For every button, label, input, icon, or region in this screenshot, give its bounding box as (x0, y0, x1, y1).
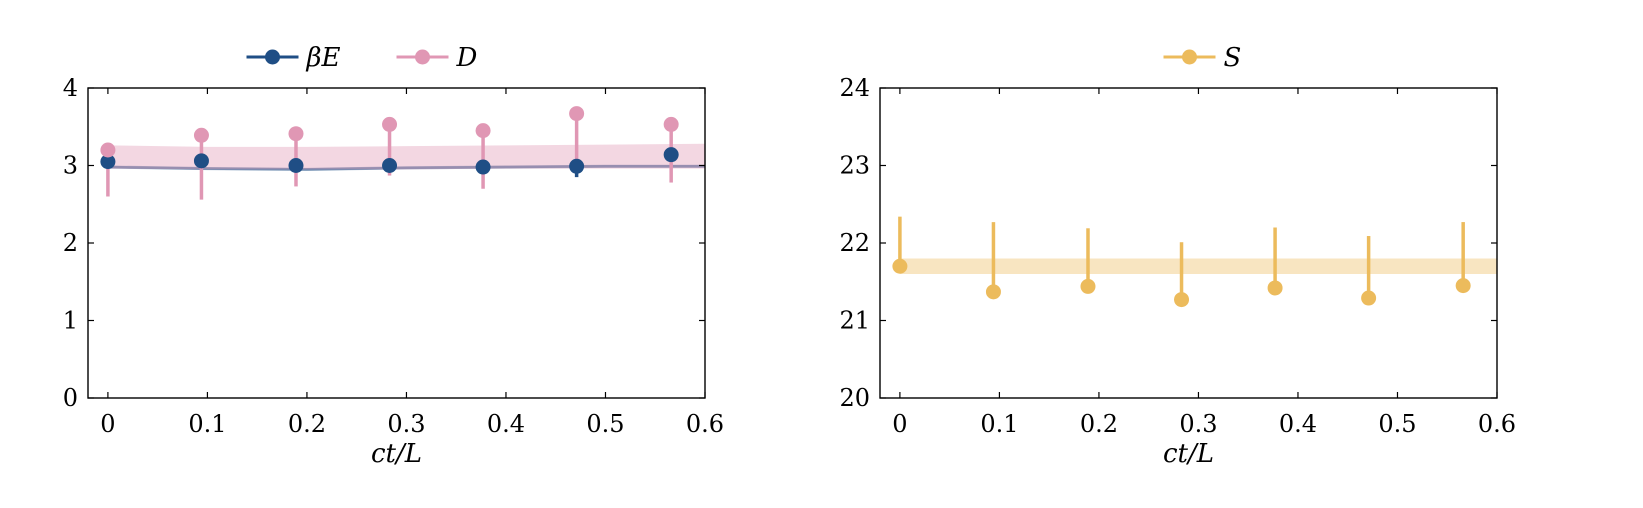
data-point (288, 158, 304, 173)
plot-frame (87, 87, 706, 399)
y-tick-label: 3 (63, 152, 78, 180)
band-center-line-1 (107, 165, 705, 171)
data-point (193, 153, 209, 169)
y-tick-label: 23 (839, 152, 870, 180)
x-tick-label: 0.3 (387, 410, 425, 438)
legend: βE D (246, 43, 478, 73)
data-point (382, 158, 398, 173)
plot-frame (879, 87, 1498, 399)
y-tick-label: 1 (63, 307, 78, 335)
data-point (1080, 278, 1096, 294)
x-tick-label: 0.6 (686, 410, 724, 438)
y-tick-label: 24 (839, 74, 870, 102)
y-tick-label: 4 (63, 74, 78, 102)
data-point (663, 116, 679, 132)
plot-area (898, 216, 1497, 300)
x-tick-label: 0.4 (1279, 410, 1317, 438)
legend-item: S (1163, 43, 1242, 73)
x-tick-label: 0.2 (288, 410, 326, 438)
data-point (288, 126, 304, 142)
band-2 (107, 143, 705, 170)
legend-marker (415, 49, 430, 65)
y-tick-label: 21 (839, 307, 870, 335)
legend-label: S (1224, 43, 1242, 73)
data-point (475, 123, 491, 139)
data-point (569, 158, 585, 174)
data-point (1361, 290, 1377, 306)
data-point (100, 142, 116, 158)
data-point (1174, 292, 1190, 308)
chart-panel-1: 0 0.1 0.2 0.3 0.4 0.5 0.6 0 1 2 3 4 ct/L βE D (63, 43, 724, 469)
y-tick-label: 20 (839, 384, 870, 412)
y-tick-label: 22 (839, 229, 870, 257)
x-tick-label: 0.4 (487, 410, 525, 438)
data-point (382, 116, 398, 132)
data-point (1267, 280, 1283, 296)
legend: S (1163, 43, 1242, 73)
y-tick-label: 2 (63, 229, 78, 257)
x-tick-label: 0.6 (1478, 410, 1516, 438)
legend-label: βE (306, 43, 341, 73)
data-point (475, 159, 491, 175)
data-point (100, 154, 116, 170)
x-tick-label: 0.5 (1378, 410, 1416, 438)
x-tick-label: 0 (100, 410, 115, 438)
legend-marker (265, 49, 280, 65)
x-tick-label: 0.1 (188, 410, 226, 438)
x-axis-label: ct/L (1163, 439, 1214, 469)
legend-label: D (456, 43, 478, 73)
data-point (1455, 278, 1471, 294)
x-axis-label: ct/L (371, 439, 422, 469)
data-point (892, 258, 908, 274)
data-point (985, 284, 1001, 300)
data-point (193, 127, 209, 143)
x-tick-label: 0 (892, 410, 907, 438)
legend-item: βE (246, 43, 341, 73)
band-1 (899, 258, 1497, 274)
band-1 (107, 164, 705, 171)
legend-item: D (396, 43, 478, 73)
chart-panel-2: 0 0.1 0.2 0.3 0.4 0.5 0.6 20 21 22 23 24 ct/L S (839, 43, 1516, 469)
x-tick-label: 0.5 (586, 410, 624, 438)
x-tick-label: 0.2 (1080, 410, 1118, 438)
y-tick-label: 0 (63, 384, 78, 412)
data-point (663, 147, 679, 163)
x-tick-label: 0.3 (1179, 410, 1217, 438)
legend-marker (1182, 49, 1197, 65)
x-tick-label: 0.1 (980, 410, 1018, 438)
data-point (569, 106, 585, 122)
